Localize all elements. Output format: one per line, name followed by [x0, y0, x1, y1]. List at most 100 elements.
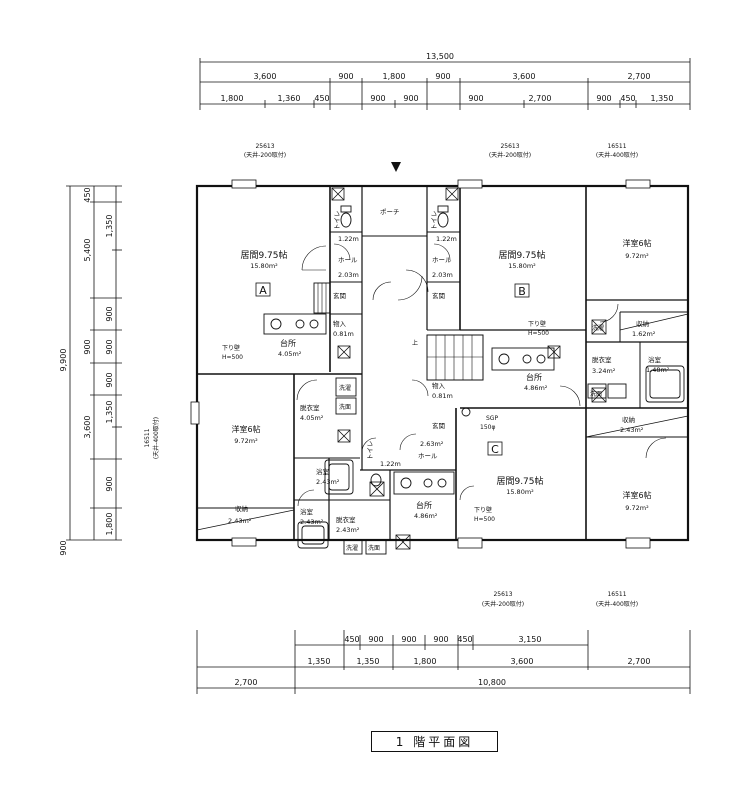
svg-text:脱衣室: 脱衣室: [300, 403, 320, 412]
svg-text:ホール: ホール: [338, 256, 358, 264]
svg-text:台所: 台所: [280, 338, 296, 348]
svg-text:玄関: 玄関: [432, 421, 445, 430]
svg-text:収納: 収納: [235, 504, 248, 513]
svg-text:900: 900: [596, 94, 611, 103]
svg-text:下り壁: 下り壁: [222, 344, 240, 352]
svg-text:4.05m²: 4.05m²: [278, 350, 302, 358]
svg-text:(天井-200取付): (天井-200取付): [489, 151, 531, 159]
svg-text:(天井-200取付): (天井-200取付): [482, 600, 524, 608]
svg-text:900: 900: [368, 635, 383, 644]
drawing-title: 1 階平面図: [371, 731, 498, 752]
dimension-labels: 13,500 3,600 900 1,800 900 3,600 2,700 1…: [59, 52, 673, 687]
svg-text:台所: 台所: [416, 500, 432, 510]
svg-text:2.03m: 2.03m: [338, 271, 359, 279]
unit-a: 居間9.75帖 15.80m² A トイレ 1.22m ホール 2.03m 玄関…: [222, 211, 359, 526]
svg-text:トイレ: トイレ: [333, 211, 341, 231]
svg-text:2.43m²: 2.43m²: [300, 518, 324, 526]
svg-text:2.43m²: 2.43m²: [620, 426, 644, 434]
svg-text:浴室: 浴室: [648, 355, 662, 364]
svg-text:1,350: 1,350: [105, 401, 114, 424]
porch-label: ポーチ: [380, 208, 400, 216]
svg-text:収納: 収納: [636, 319, 649, 328]
svg-text:0.81m: 0.81m: [432, 392, 453, 400]
svg-text:4.86m²: 4.86m²: [414, 512, 438, 520]
svg-text:(天井-400取付): (天井-400取付): [596, 151, 638, 159]
svg-text:2,700: 2,700: [529, 94, 552, 103]
svg-text:物入: 物入: [432, 381, 446, 390]
unit-b-letter: B: [518, 285, 526, 298]
svg-text:2,700: 2,700: [628, 72, 651, 81]
svg-text:洗面: 洗面: [368, 544, 380, 552]
svg-text:150φ: 150φ: [480, 424, 495, 431]
svg-text:1.22m: 1.22m: [380, 460, 401, 468]
svg-text:上: 上: [412, 339, 418, 347]
svg-text:2.43m²: 2.43m²: [228, 517, 252, 525]
svg-text:450: 450: [314, 94, 329, 103]
svg-text:洗濯: 洗濯: [592, 324, 604, 332]
svg-text:1.48m²: 1.48m²: [646, 366, 670, 374]
svg-text:1,800: 1,800: [221, 94, 244, 103]
svg-text:900: 900: [435, 72, 450, 81]
svg-text:0.81m: 0.81m: [333, 330, 354, 338]
svg-text:25613: 25613: [493, 591, 512, 598]
svg-text:H=500: H=500: [528, 330, 549, 337]
svg-text:900: 900: [370, 94, 385, 103]
svg-text:洋室6帖: 洋室6帖: [622, 490, 651, 500]
svg-text:9.72m²: 9.72m²: [234, 437, 258, 445]
svg-text:トイレ: トイレ: [366, 441, 374, 461]
svg-text:1,350: 1,350: [105, 215, 114, 238]
svg-text:3.24m²: 3.24m²: [592, 367, 616, 375]
svg-text:16511: 16511: [607, 591, 626, 598]
svg-text:(天井-200取付): (天井-200取付): [244, 151, 286, 159]
svg-text:15.80m²: 15.80m²: [250, 262, 278, 270]
svg-text:SGP: SGP: [486, 415, 498, 422]
svg-text:脱衣室: 脱衣室: [592, 355, 612, 364]
svg-text:5,400: 5,400: [83, 239, 92, 262]
svg-text:16511: 16511: [144, 428, 151, 447]
svg-text:15.80m²: 15.80m²: [506, 488, 534, 496]
svg-text:浴室: 浴室: [300, 507, 314, 516]
svg-text:900: 900: [403, 94, 418, 103]
svg-text:ホール: ホール: [432, 256, 452, 264]
svg-text:25613: 25613: [255, 143, 274, 150]
svg-text:1,360: 1,360: [278, 94, 301, 103]
svg-text:900: 900: [105, 372, 114, 387]
svg-text:居間9.75帖: 居間9.75帖: [496, 475, 543, 487]
svg-text:1.22m: 1.22m: [338, 235, 359, 243]
svg-text:1.62m²: 1.62m²: [632, 330, 656, 338]
svg-text:25613: 25613: [500, 143, 519, 150]
svg-text:1,800: 1,800: [414, 657, 437, 666]
unit-a-letter: A: [259, 284, 267, 297]
svg-text:H=500: H=500: [222, 354, 243, 361]
svg-text:浴室: 浴室: [316, 467, 330, 476]
svg-text:4.86m²: 4.86m²: [524, 384, 548, 392]
svg-text:脱衣室: 脱衣室: [336, 515, 356, 524]
svg-text:下り壁: 下り壁: [474, 506, 492, 514]
svg-text:H=500: H=500: [474, 516, 495, 523]
unit-b: 居間9.75帖 15.80m² B トイレ 1.22m ホール 2.03m 玄関…: [412, 211, 670, 399]
svg-text:玄関: 玄関: [333, 291, 346, 300]
svg-text:900: 900: [105, 476, 114, 491]
unit-c: 居間9.75帖 15.80m² C 物入 0.81m 玄関 2.63m² ホール…: [300, 381, 652, 552]
svg-text:450: 450: [620, 94, 635, 103]
top-total-dim: 13,500: [426, 52, 454, 61]
svg-text:ホール: ホール: [418, 452, 438, 460]
svg-text:物入: 物入: [333, 319, 347, 328]
svg-text:16511: 16511: [607, 143, 626, 150]
svg-text:玄関: 玄関: [432, 291, 445, 300]
svg-text:洋室6帖: 洋室6帖: [622, 238, 651, 248]
svg-text:9.72m²: 9.72m²: [625, 252, 649, 260]
svg-text:1,350: 1,350: [308, 657, 331, 666]
svg-text:収納: 収納: [622, 415, 635, 424]
svg-text:900: 900: [83, 339, 92, 354]
svg-text:900: 900: [105, 339, 114, 354]
svg-text:4.05m²: 4.05m²: [300, 414, 324, 422]
svg-text:3,150: 3,150: [519, 635, 542, 644]
svg-text:1,350: 1,350: [357, 657, 380, 666]
svg-text:洗濯: 洗濯: [346, 544, 358, 552]
svg-text:3,600: 3,600: [83, 416, 92, 439]
svg-text:900: 900: [433, 635, 448, 644]
svg-text:900: 900: [105, 306, 114, 321]
svg-text:1.22m: 1.22m: [436, 235, 457, 243]
